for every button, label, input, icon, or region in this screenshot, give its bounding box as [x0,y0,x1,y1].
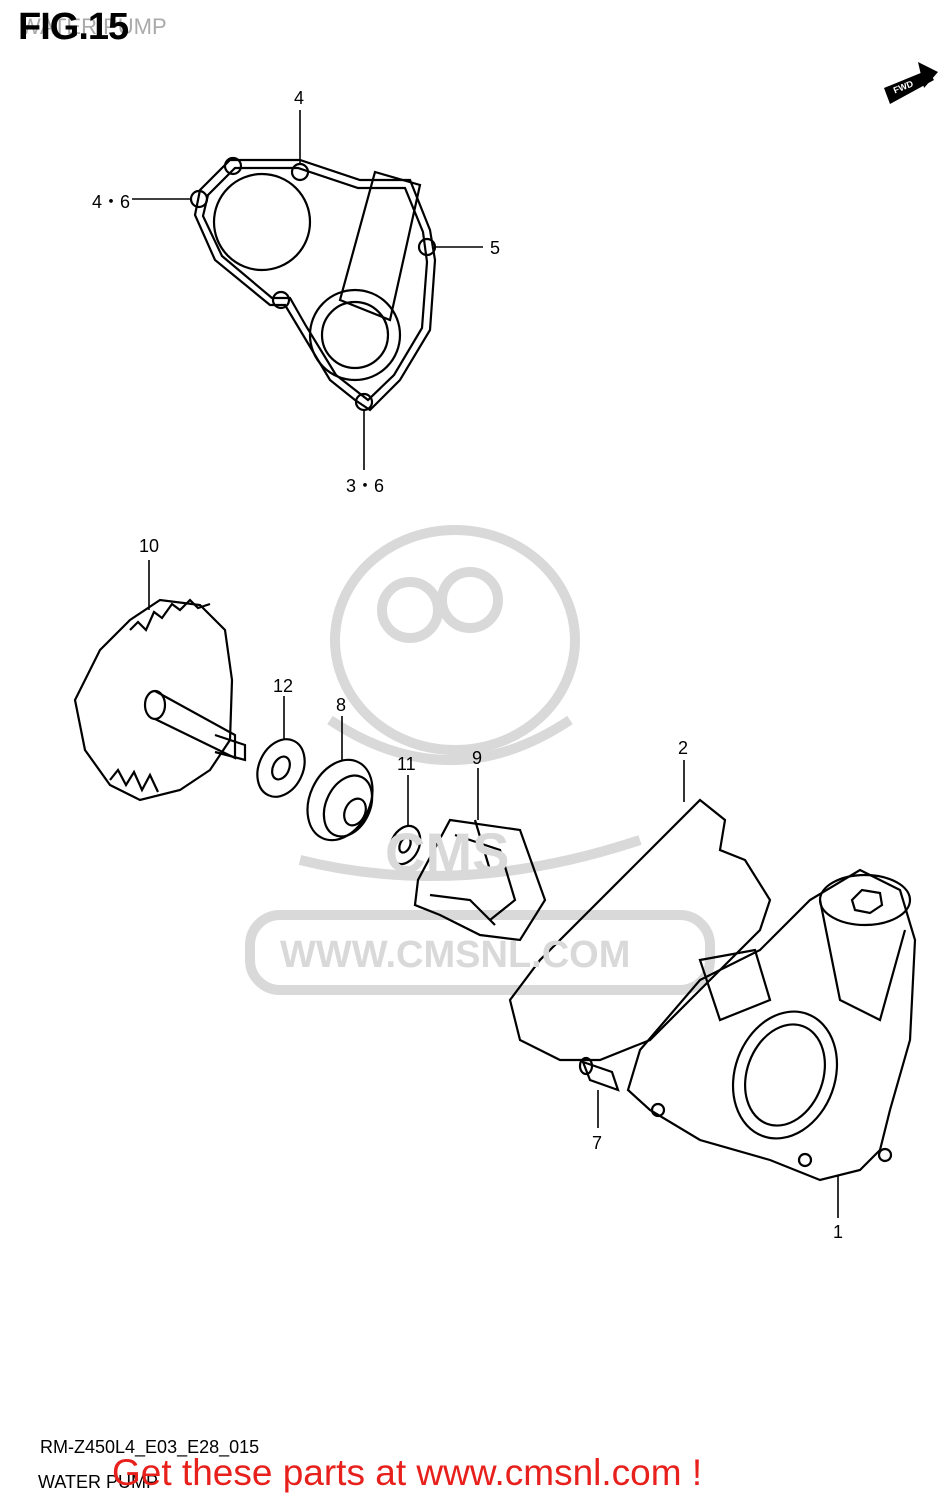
figure-title-top: WATER PUMP [20,14,167,39]
callout-10: 10 [139,536,160,556]
mechanical-seal [306,758,374,842]
callout-4-6: 4・6 [92,192,131,212]
water-pump-cover [189,156,437,412]
callout-9: 9 [472,748,483,768]
fwd-badge [884,62,938,104]
callout-8: 8 [336,695,347,715]
callout-5: 5 [490,238,501,258]
figure-number: FIG.15 [18,6,129,48]
cms-watermark [245,525,715,995]
callout-7: 7 [592,1133,603,1153]
callout-11: 11 [397,754,416,774]
pump-gasket [508,798,772,1062]
washer [256,738,306,798]
callout-12: 12 [273,676,294,696]
model-code: RM-Z450L4_E03_E28_015 [40,1437,260,1457]
callout-3-6: 3・6 [346,476,385,496]
callout-4: 4 [294,88,305,108]
gear-shaft [73,598,247,802]
callout-1: 1 [833,1222,844,1242]
dowel-pin [578,1056,620,1092]
callout-2: 2 [678,738,689,758]
watermark-brand: CMS [385,821,510,884]
impeller [413,818,547,942]
figure-title-bottom: WATER PUMP [38,1472,158,1492]
pump-case [626,868,917,1182]
buy-parts-link[interactable]: Get these parts at www.cmsnl.com ! [112,1452,703,1493]
small-washer [388,824,422,866]
leader-lines [132,110,839,1218]
watermark-url: WWW.CMSNL.COM [280,934,631,976]
